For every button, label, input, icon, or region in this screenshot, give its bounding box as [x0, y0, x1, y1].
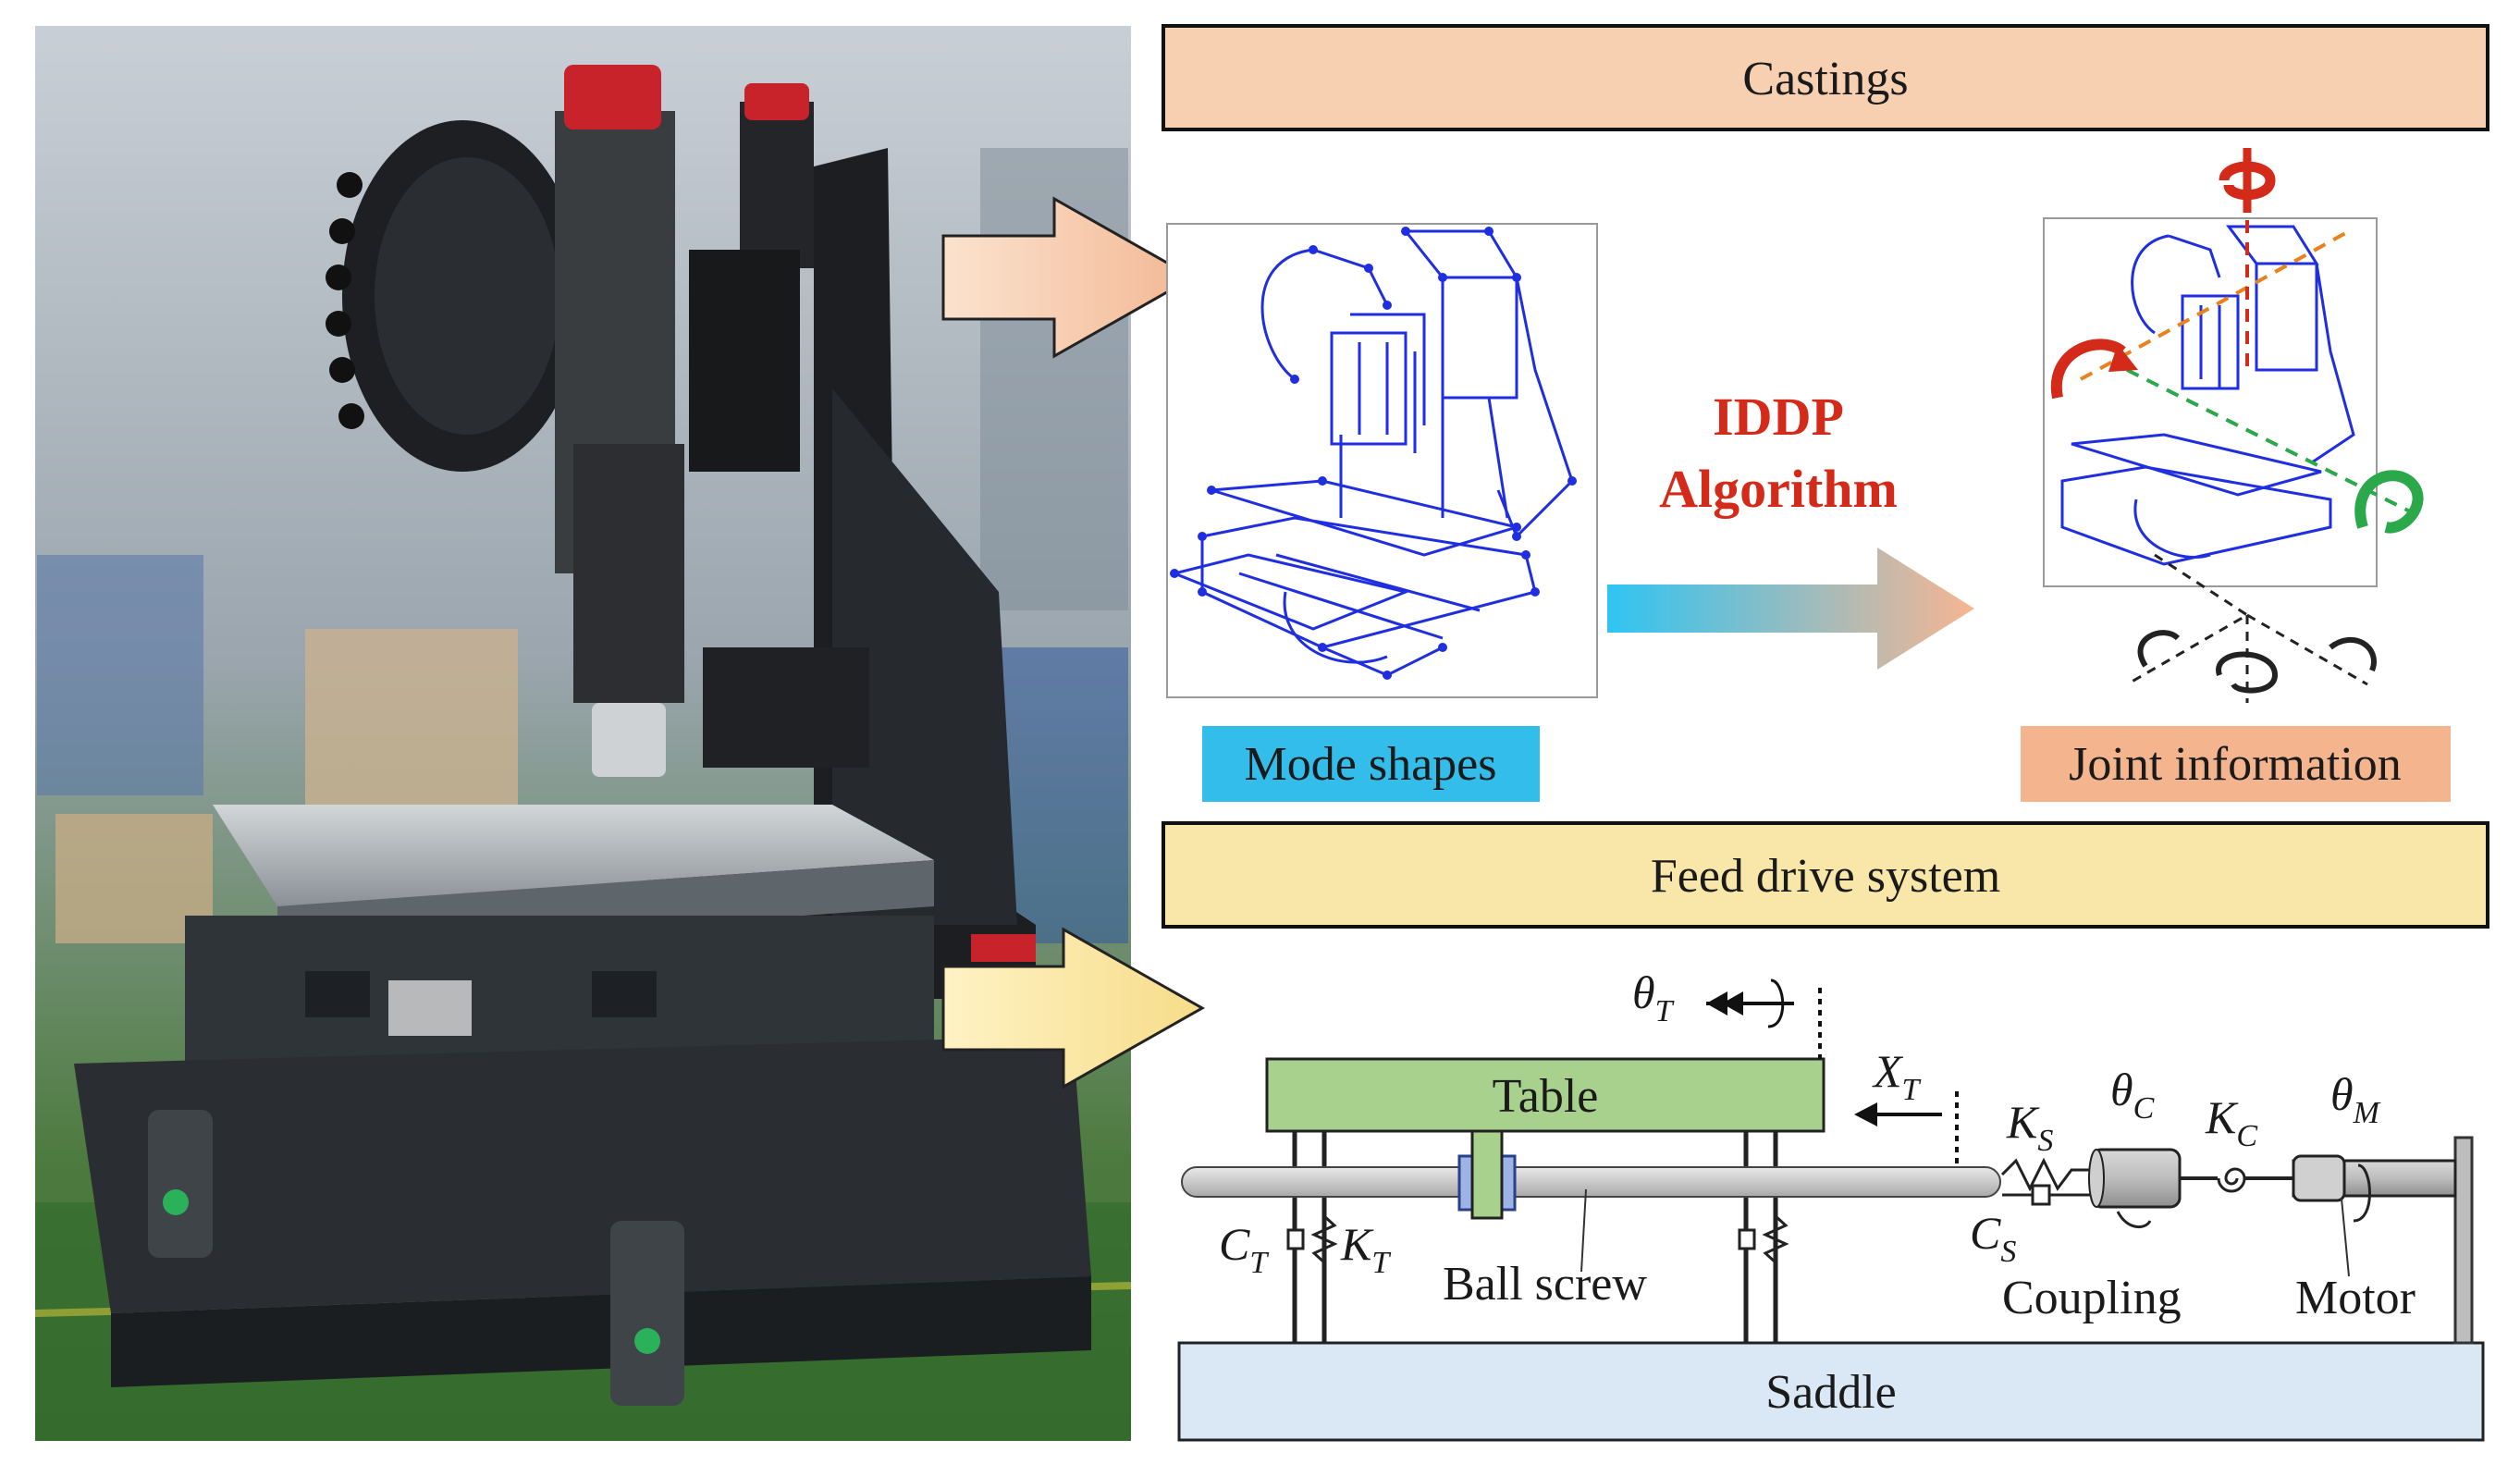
coupling-label: Coupling — [2002, 1272, 2182, 1324]
castings-header: Castings — [1162, 24, 2489, 131]
algorithm-line2: Algorithm — [1659, 459, 1898, 519]
feed-drive-schematic: Saddle Table — [1177, 979, 2485, 1442]
rotation-icon-x — [2050, 338, 2138, 400]
feed-drive-title: Feed drive system — [1651, 850, 2000, 903]
support-joint-symbols — [2126, 553, 2377, 703]
algorithm-line1: IDDP — [1713, 387, 1844, 447]
symbol-theta-t: θT — [1632, 966, 1675, 1028]
mode-shapes-panel — [1166, 223, 1598, 698]
svg-text:CS: CS — [1970, 1207, 2016, 1269]
ball-screw — [1181, 1166, 2001, 1198]
symbol-x-t: XT — [1872, 1045, 1922, 1107]
joint-info-label-box: Joint information — [2021, 726, 2451, 802]
symbol-c-t: CT — [1219, 1218, 1269, 1280]
saddle-label: Saddle — [1765, 1366, 1897, 1419]
feed-drive-pointer-arrow — [941, 927, 1206, 1089]
svg-text:θT: θT — [1632, 966, 1675, 1028]
symbol-theta-m: θM — [2330, 1068, 2381, 1130]
feed-drive-header: Feed drive system — [1162, 821, 2489, 929]
ball-screw-label: Ball screw — [1443, 1258, 1647, 1311]
castings-title: Castings — [1742, 53, 1908, 105]
svg-text:KS: KS — [2006, 1096, 2053, 1158]
motor-label: Motor — [2295, 1272, 2416, 1324]
symbol-k-s: KS — [2006, 1096, 2053, 1158]
rotation-icon-y — [2354, 470, 2424, 534]
symbol-c-s: CS — [1970, 1207, 2016, 1269]
symbol-k-c: KC — [2205, 1091, 2257, 1153]
mode-shapes-label: Mode shapes — [1245, 738, 1497, 791]
castings-pointer-arrow — [941, 196, 1197, 359]
iddp-algorithm: IDDP Algorithm — [1607, 387, 1974, 670]
mode-shapes-label-box: Mode shapes — [1202, 726, 1540, 802]
coupling-block — [2090, 1148, 2182, 1209]
svg-text:θM: θM — [2330, 1068, 2381, 1130]
joint-info-label: Joint information — [2069, 738, 2402, 791]
svg-text:KT: KT — [1340, 1218, 1391, 1280]
symbol-k-t: KT — [1340, 1218, 1391, 1280]
rotation-icon-z — [2219, 148, 2276, 213]
svg-text:XT: XT — [1872, 1045, 1922, 1107]
table-label: Table — [1493, 1070, 1599, 1123]
mode-shape-nodes — [1170, 227, 1577, 680]
symbol-theta-c: θC — [2110, 1064, 2155, 1126]
algorithm-arrow — [1607, 548, 1974, 670]
svg-text:KC: KC — [2205, 1091, 2257, 1153]
svg-text:θC: θC — [2110, 1064, 2155, 1126]
table-block — [1265, 1057, 1825, 1133]
saddle-block — [1177, 1341, 2485, 1442]
joint-wireframe — [2060, 225, 2355, 566]
svg-text:CT: CT — [1219, 1218, 1269, 1280]
